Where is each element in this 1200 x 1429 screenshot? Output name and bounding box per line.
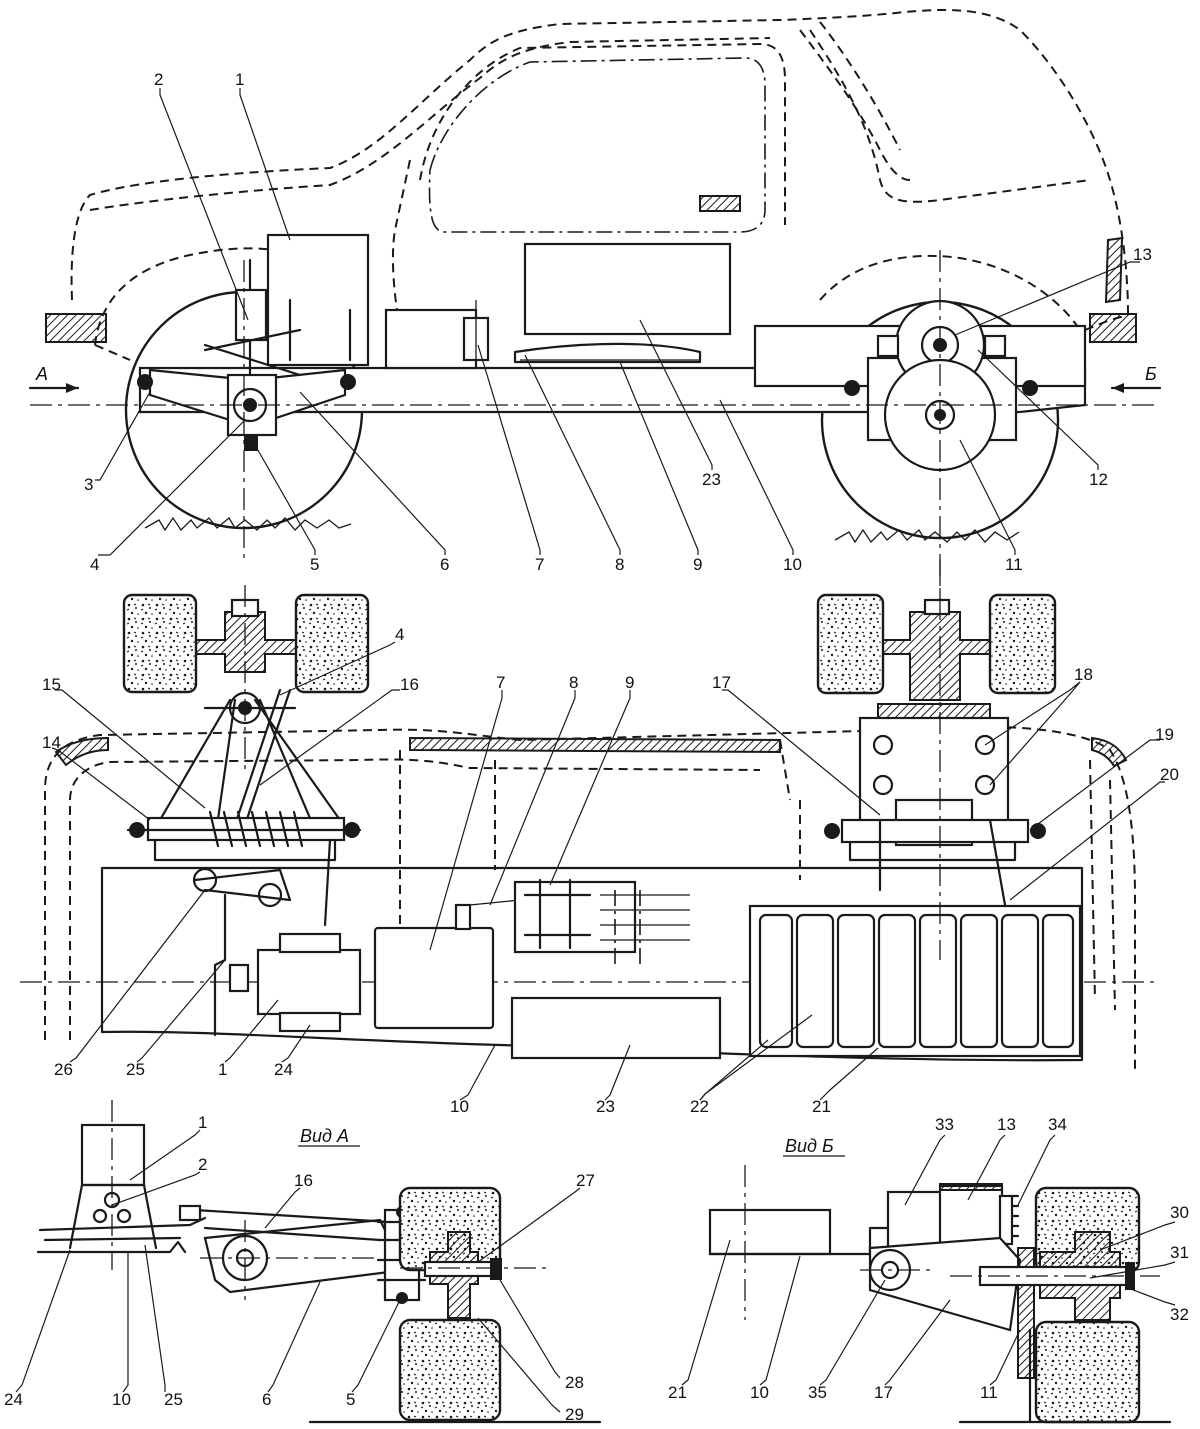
- svg-text:8: 8: [569, 673, 578, 692]
- battery-block: [384, 308, 478, 370]
- plan-front-tire-left: [122, 593, 198, 694]
- plan-control-box: [510, 996, 722, 1060]
- view-a-labels: 1 2 16 27 24 10 25 6 5 28 29: [4, 1113, 595, 1424]
- svg-text:19: 19: [1155, 725, 1174, 744]
- svg-text:13: 13: [1133, 245, 1152, 264]
- svg-text:10: 10: [783, 555, 802, 574]
- svg-text:10: 10: [112, 1390, 131, 1409]
- body-outline: [70, 9, 1129, 316]
- ground-front: [144, 516, 352, 532]
- rear-bumper: [1089, 313, 1137, 343]
- plan-leaders: [51, 641, 1165, 1101]
- view-a: Вид А: [4, 1100, 602, 1424]
- svg-text:3: 3: [84, 475, 93, 494]
- svg-text:8: 8: [615, 555, 624, 574]
- svg-text:10: 10: [450, 1097, 469, 1116]
- plan-rear-tire-left: [816, 593, 885, 695]
- view-b-tire-bottom: [1034, 1320, 1141, 1424]
- svg-text:7: 7: [535, 555, 544, 574]
- svg-text:22: 22: [690, 1097, 709, 1116]
- front-bumper: [45, 313, 107, 343]
- svg-text:6: 6: [440, 555, 449, 574]
- svg-text:21: 21: [812, 1097, 831, 1116]
- svg-text:15: 15: [42, 675, 61, 694]
- ground-rear: [834, 528, 1020, 544]
- view-b-leaders: [681, 1134, 1176, 1386]
- svg-text:11: 11: [1005, 555, 1023, 574]
- svg-text:28: 28: [565, 1373, 584, 1392]
- svg-text:9: 9: [693, 555, 702, 574]
- view-b-motor: [886, 1190, 945, 1252]
- view-a-title: Вид А: [300, 1126, 349, 1146]
- svg-text:12: 12: [1089, 470, 1108, 489]
- svg-text:23: 23: [702, 470, 721, 489]
- side-view: А Б 2 1 13 3 4 5 6: [28, 9, 1162, 600]
- svg-text:17: 17: [712, 673, 731, 692]
- svg-text:25: 25: [164, 1390, 183, 1409]
- arrow-a-label: А: [35, 364, 48, 384]
- svg-text:11: 11: [980, 1383, 998, 1402]
- svg-text:34: 34: [1048, 1115, 1067, 1134]
- view-a-tire-bottom: [398, 1318, 502, 1422]
- svg-text:35: 35: [808, 1383, 827, 1402]
- door-handle: [699, 195, 741, 212]
- svg-text:24: 24: [4, 1390, 23, 1409]
- svg-text:2: 2: [154, 70, 163, 89]
- svg-text:25: 25: [126, 1060, 145, 1079]
- svg-text:29: 29: [565, 1405, 584, 1424]
- view-a-leaders: [15, 1129, 581, 1413]
- svg-text:2: 2: [198, 1155, 207, 1174]
- arrow-b-label: Б: [1145, 364, 1157, 384]
- battery-cells: [758, 913, 1075, 1049]
- plan-motor: [256, 948, 362, 1016]
- svg-text:16: 16: [294, 1171, 313, 1190]
- svg-text:33: 33: [935, 1115, 954, 1134]
- side-window: [428, 57, 766, 233]
- motor-housing: [266, 233, 370, 367]
- svg-text:32: 32: [1170, 1305, 1189, 1324]
- svg-text:18: 18: [1074, 665, 1093, 684]
- svg-text:4: 4: [90, 555, 99, 574]
- svg-text:1: 1: [235, 70, 244, 89]
- svg-text:4: 4: [395, 625, 404, 644]
- svg-text:14: 14: [42, 733, 61, 752]
- view-a-motor: [80, 1123, 146, 1187]
- plan-battery: [373, 926, 495, 1030]
- svg-text:1: 1: [218, 1060, 227, 1079]
- plan-rear-tire-right: [988, 593, 1057, 695]
- svg-text:26: 26: [54, 1060, 73, 1079]
- svg-text:24: 24: [274, 1060, 293, 1079]
- side-labels: 2 1 13 3 4 5 6 7 8 9 10 11 12 23: [84, 70, 1152, 574]
- view-b-labels: 33 13 34 30 31 32 21 10 35 17 11: [668, 1115, 1189, 1402]
- svg-text:1: 1: [198, 1113, 207, 1132]
- svg-text:27: 27: [576, 1171, 595, 1190]
- rear-axle: [840, 818, 1030, 844]
- svg-text:23: 23: [596, 1097, 615, 1116]
- svg-text:9: 9: [625, 673, 634, 692]
- svg-text:16: 16: [400, 675, 419, 694]
- svg-text:31: 31: [1170, 1243, 1189, 1262]
- svg-text:13: 13: [997, 1115, 1016, 1134]
- side-leaders: [95, 88, 1140, 556]
- plan-labels: 4 15 16 7 8 9 17 18 19 20 14 26 25 1 24 …: [42, 625, 1179, 1116]
- plan-view: 4 15 16 7 8 9 17 18 19 20 14 26 25 1 24 …: [20, 560, 1179, 1116]
- svg-text:6: 6: [262, 1390, 271, 1409]
- svg-text:10: 10: [750, 1383, 769, 1402]
- svg-text:20: 20: [1160, 765, 1179, 784]
- svg-text:5: 5: [346, 1390, 355, 1409]
- svg-text:21: 21: [668, 1383, 687, 1402]
- control-box: [523, 242, 732, 336]
- view-b: Вид Б: [668, 1115, 1189, 1424]
- svg-text:5: 5: [310, 555, 319, 574]
- view-b-title: Вид Б: [785, 1136, 834, 1156]
- svg-text:30: 30: [1170, 1203, 1189, 1222]
- svg-text:7: 7: [496, 673, 505, 692]
- svg-text:17: 17: [874, 1383, 893, 1402]
- plan-switch: [513, 880, 637, 954]
- plan-front-tire-right: [294, 593, 370, 694]
